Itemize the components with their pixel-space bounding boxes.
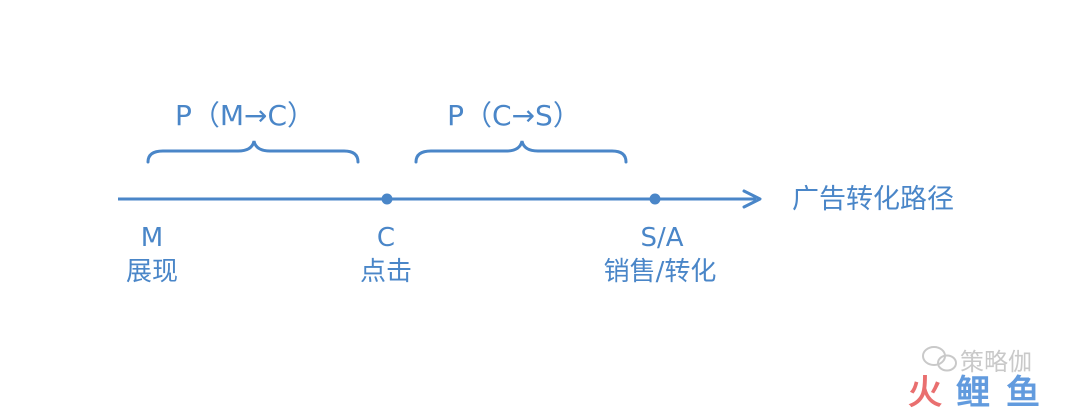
stage-name-c: 点击 <box>360 257 412 287</box>
stage-name-s: 销售/转化 <box>604 257 717 287</box>
stage-point-c <box>381 193 393 205</box>
stage-code-c: C <box>377 223 395 253</box>
brace-m-to-c <box>146 140 360 164</box>
wechat-icon <box>922 346 957 372</box>
watermark-text: 策略伽 <box>960 348 1032 376</box>
stage-code-m: M <box>141 223 163 253</box>
axis-arrowhead <box>742 189 762 209</box>
axis-label: 广告转化路径 <box>792 184 954 215</box>
watermark-logo-char-2: 鲤 <box>956 373 990 411</box>
watermark-logo-char-3: 鱼 <box>1006 373 1040 411</box>
brace-label-c-to-s: P（C→S） <box>447 99 581 132</box>
stage-code-s: S/A <box>640 223 683 253</box>
watermark: 策略伽 火 鲤 鱼 <box>908 346 1040 411</box>
brace-c-to-s <box>414 140 628 164</box>
stage-name-m: 展现 <box>126 257 178 287</box>
brace-label-m-to-c: P（M→C） <box>175 99 315 132</box>
watermark-logo-char-1: 火 <box>908 373 942 411</box>
stage-point-s <box>649 193 661 205</box>
